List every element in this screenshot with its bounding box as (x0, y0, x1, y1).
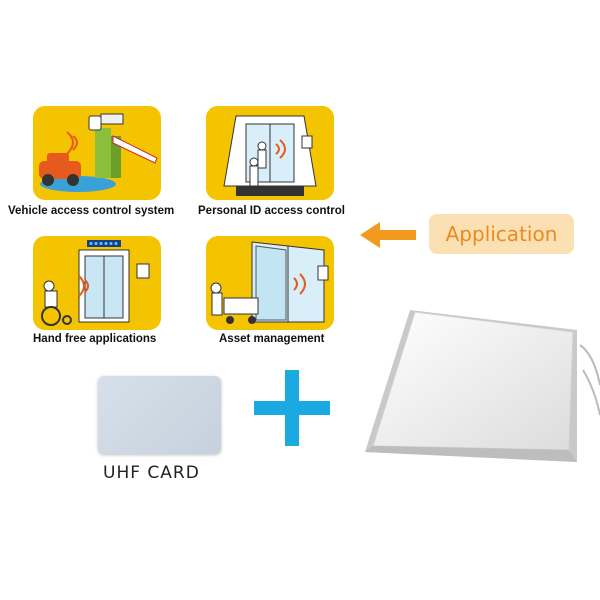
uhf-reader-antenna-icon (365, 310, 600, 462)
vehicle-barrier-icon (39, 113, 158, 192)
asset-management-caption: Asset management (219, 333, 325, 345)
vehicle-access-tile (33, 106, 161, 200)
door-access-icon (206, 106, 334, 200)
uhf-card-label: UHF CARD (103, 463, 200, 483)
hand-free-caption: Hand free applications (33, 333, 157, 345)
asset-management-tile (206, 236, 334, 330)
asset-cart-icon (210, 241, 329, 324)
vehicle-access-caption: Vehicle access control system (8, 205, 175, 217)
personal-id-caption: Personal ID access control (198, 205, 346, 217)
elevator-wheelchair-icon (41, 240, 150, 326)
uhf-card-icon (98, 376, 221, 454)
personal-id-access-tile (206, 106, 334, 200)
hand-free-tile (33, 236, 161, 330)
application-badge: Application (429, 214, 574, 254)
plus-icon (254, 370, 330, 446)
arrow-left-icon (360, 222, 416, 248)
